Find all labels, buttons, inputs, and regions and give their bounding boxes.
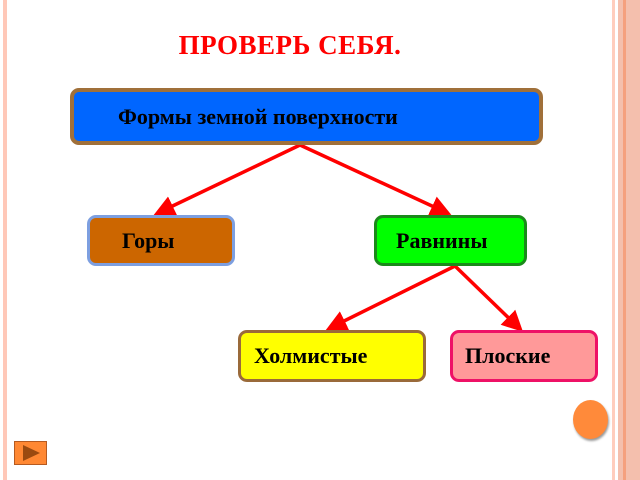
slide-border-left — [3, 0, 7, 480]
node-label: Формы земной поверхности — [118, 103, 398, 129]
arrow-ravniny-to-kholmistye — [325, 264, 456, 331]
node-plains: Равнины — [374, 215, 527, 266]
play-triangle-icon — [23, 445, 40, 461]
next-slide-button[interactable] — [14, 441, 47, 465]
arrow-root-to-ravniny — [299, 143, 452, 216]
node-label: Плоские — [465, 343, 551, 368]
node-mountains: Горы — [87, 215, 235, 266]
node-label: Равнины — [396, 227, 488, 253]
orange-circle-button[interactable] — [573, 400, 608, 439]
node-hilly: Холмистые — [238, 330, 426, 382]
slide-border-right-line — [612, 0, 615, 480]
node-label: Холмистые — [254, 343, 368, 368]
node-label: Горы — [122, 227, 175, 253]
node-forms-of-earth-surface: Формы земной поверхности — [70, 88, 543, 145]
slide-title: ПРОВЕРЬ СЕБЯ. — [178, 30, 402, 60]
slide-border-right-stripe — [623, 0, 626, 480]
node-flat: Плоские — [450, 330, 598, 382]
arrow-ravniny-to-ploskie — [453, 264, 524, 332]
arrow-root-to-gory — [153, 143, 301, 216]
